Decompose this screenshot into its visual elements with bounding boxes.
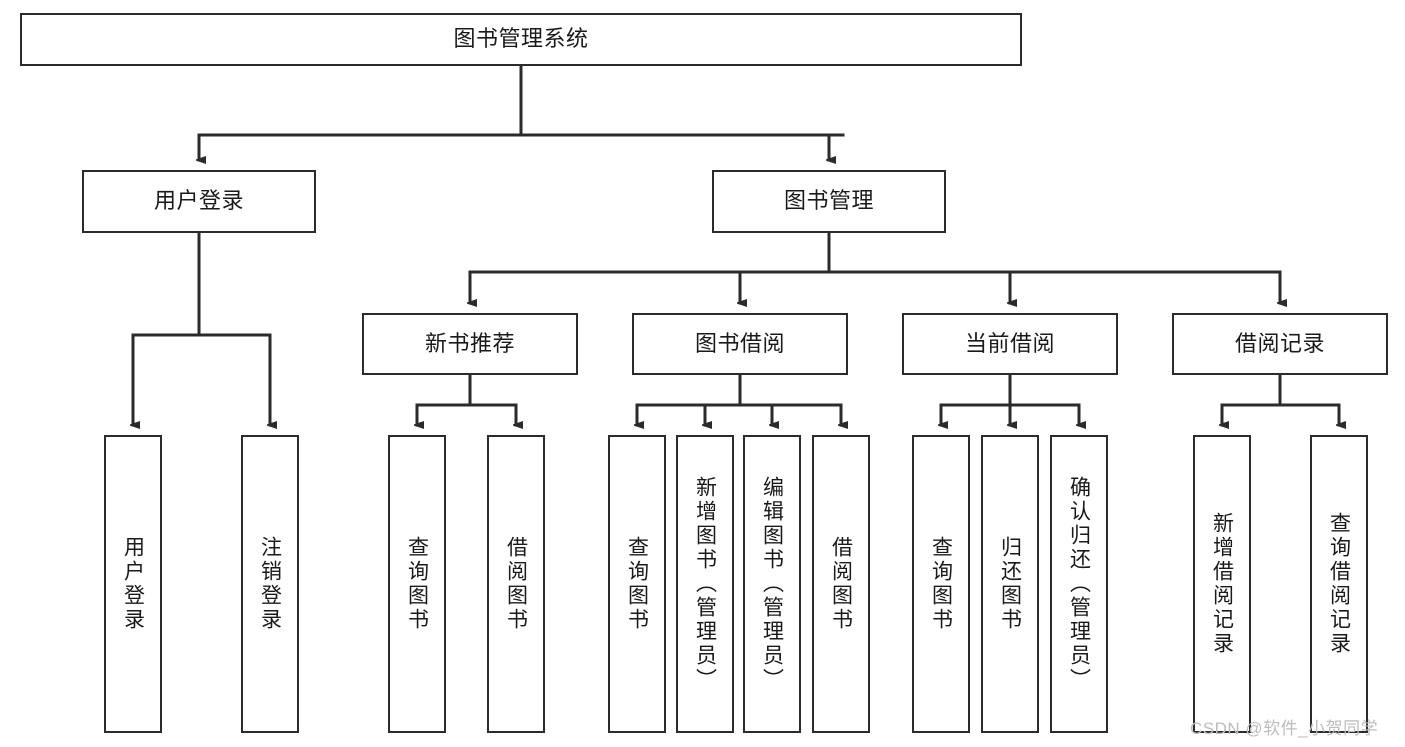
leaf-book-borrow-3[interactable]: 编辑图书（管理员） — [743, 435, 801, 733]
leaf-current-borrow-1-label: 查询图书 — [929, 536, 953, 632]
leaf-borrow-record-1[interactable]: 新增借阅记录 — [1193, 435, 1251, 733]
node-root-label: 图书管理系统 — [453, 26, 589, 52]
leaf-user-login-1[interactable]: 用户登录 — [104, 435, 162, 733]
leaf-new-book-2-label: 借阅图书 — [504, 536, 528, 632]
node-book-management[interactable]: 图书管理 — [712, 170, 946, 233]
leaf-new-book-1-label: 查询图书 — [405, 536, 429, 632]
node-borrow-record-label: 借阅记录 — [1234, 330, 1325, 356]
leaf-book-borrow-2[interactable]: 新增图书（管理员） — [676, 435, 734, 733]
leaf-current-borrow-2-label: 归还图书 — [998, 536, 1022, 632]
node-user-login-label: 用户登录 — [153, 188, 244, 214]
leaf-book-borrow-1[interactable]: 查询图书 — [608, 435, 666, 733]
leaf-current-borrow-2[interactable]: 归还图书 — [981, 435, 1039, 733]
leaf-user-login-1-label: 用户登录 — [121, 536, 145, 632]
leaf-borrow-record-1-label: 新增借阅记录 — [1210, 512, 1234, 656]
csdn-watermark: CSDN @软件_小贺同学 — [1190, 719, 1379, 738]
leaf-book-borrow-4-label: 借阅图书 — [829, 536, 853, 632]
leaf-current-borrow-3[interactable]: 确认归还（管理员） — [1050, 435, 1108, 733]
node-book-borrow[interactable]: 图书借阅 — [632, 313, 848, 375]
node-book-management-label: 图书管理 — [783, 188, 874, 214]
leaf-current-borrow-1[interactable]: 查询图书 — [912, 435, 970, 733]
leaf-book-borrow-4[interactable]: 借阅图书 — [812, 435, 870, 733]
leaf-new-book-2[interactable]: 借阅图书 — [487, 435, 545, 733]
leaf-user-login-2[interactable]: 注销登录 — [241, 435, 299, 733]
leaf-borrow-record-2-label: 查询借阅记录 — [1327, 512, 1351, 656]
leaf-new-book-1[interactable]: 查询图书 — [388, 435, 446, 733]
node-root[interactable]: 图书管理系统 — [20, 13, 1022, 66]
leaf-book-borrow-3-label: 编辑图书（管理员） — [760, 476, 784, 692]
node-new-book-recommend[interactable]: 新书推荐 — [362, 313, 578, 375]
node-borrow-record[interactable]: 借阅记录 — [1172, 313, 1388, 375]
node-user-login[interactable]: 用户登录 — [82, 170, 316, 233]
leaf-borrow-record-2[interactable]: 查询借阅记录 — [1310, 435, 1368, 733]
leaf-user-login-2-label: 注销登录 — [258, 536, 282, 632]
node-current-borrow-label: 当前借阅 — [964, 330, 1055, 356]
leaf-book-borrow-1-label: 查询图书 — [625, 536, 649, 632]
node-new-book-recommend-label: 新书推荐 — [424, 330, 515, 356]
leaf-book-borrow-2-label: 新增图书（管理员） — [693, 476, 717, 692]
node-book-borrow-label: 图书借阅 — [694, 330, 785, 356]
node-current-borrow[interactable]: 当前借阅 — [902, 313, 1118, 375]
leaf-current-borrow-3-label: 确认归还（管理员） — [1067, 476, 1091, 692]
